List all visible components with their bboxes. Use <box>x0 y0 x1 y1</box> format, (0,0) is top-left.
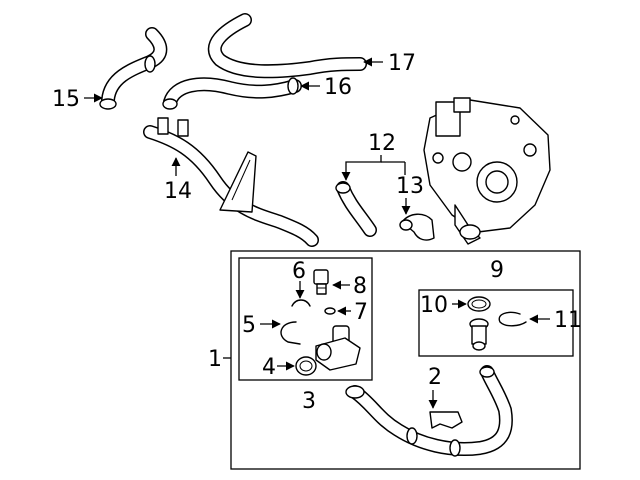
water-pump-assembly <box>423 97 551 245</box>
group-box-3 <box>238 257 373 381</box>
o-ring-4 <box>295 356 317 376</box>
callout-labels: 17 16 15 14 12 13 9 6 8 7 10 11 5 1 4 2 … <box>52 51 582 414</box>
callout-1: 1 <box>208 347 222 372</box>
hose-16 <box>162 77 302 110</box>
callout-6: 6 <box>292 259 306 284</box>
elbow-13 <box>399 213 435 241</box>
callout-13: 13 <box>396 174 424 199</box>
o-ring-10 <box>467 296 491 312</box>
o-ring-7 <box>324 307 336 315</box>
fitting <box>469 318 489 351</box>
callout-12: 12 <box>368 131 396 156</box>
group-box-9 <box>418 289 574 357</box>
sensor-8 <box>313 269 329 295</box>
leader-lines <box>84 57 550 409</box>
callout-8: 8 <box>353 274 367 299</box>
callout-11: 11 <box>554 308 582 333</box>
callout-9: 9 <box>490 258 504 283</box>
hose-1 <box>345 365 513 457</box>
clip-6 <box>291 299 311 307</box>
bracket-clip-2 <box>429 411 463 429</box>
thermostat-housing <box>315 325 361 371</box>
callout-4: 4 <box>262 355 276 380</box>
hose-15 <box>99 27 168 110</box>
callout-15: 15 <box>52 87 80 112</box>
clip-11 <box>498 311 527 327</box>
group-box-1 <box>230 250 581 470</box>
callout-16: 16 <box>324 75 352 100</box>
hose-12 <box>335 181 377 237</box>
callout-3: 3 <box>302 389 316 414</box>
pipe-14 <box>143 117 319 247</box>
callout-10: 10 <box>420 293 448 318</box>
callout-2: 2 <box>428 365 442 390</box>
callout-5: 5 <box>242 313 256 338</box>
callout-17: 17 <box>388 51 416 76</box>
hose-17 <box>207 13 367 79</box>
clip-5 <box>280 321 301 345</box>
callout-14: 14 <box>164 179 192 204</box>
callout-7: 7 <box>354 300 368 325</box>
